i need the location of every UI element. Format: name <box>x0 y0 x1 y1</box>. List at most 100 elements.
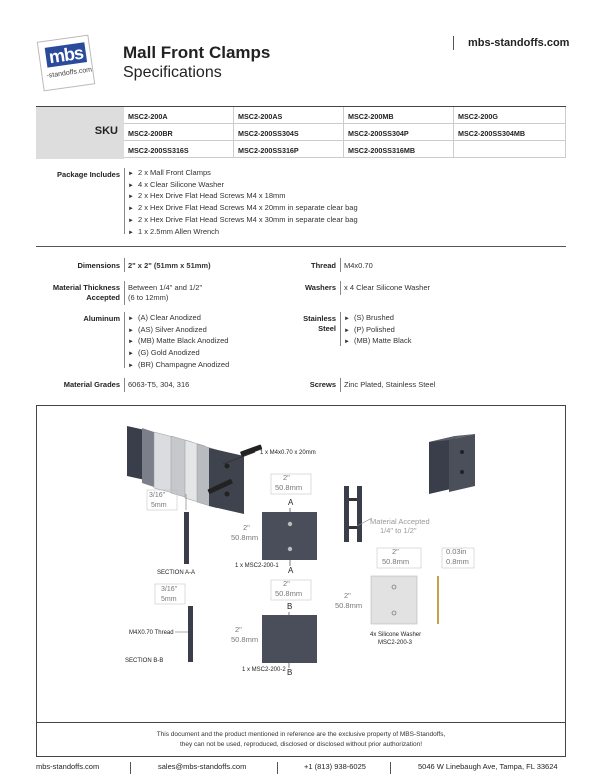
screw-note: 1 x M4x0.70 x 20mm <box>260 450 316 456</box>
thickness-label-line: Material Thickness <box>52 283 120 292</box>
part2-plate <box>262 615 317 663</box>
sku-cell <box>454 141 566 158</box>
part2-height-mm: 50.8mm <box>231 635 258 644</box>
disclaimer: This document and the product mentioned … <box>37 722 565 756</box>
footer-website-link[interactable]: mbs-standoffs.com <box>36 762 100 771</box>
section-a-dim-in: 3/16" <box>149 492 166 499</box>
part2-height-in: 2" <box>235 625 242 634</box>
footer-divider <box>130 762 131 774</box>
section-a-label: SECTION A-A <box>157 570 195 576</box>
header-website-link[interactable]: mbs-standoffs.com <box>468 37 570 49</box>
aluminum-label: Aluminum <box>83 314 120 323</box>
screw-leader <box>222 451 256 465</box>
thickness-value-line: Between 1/4" and 1/2" <box>128 283 203 292</box>
drawing-canvas: 1 x M4x0.70 x 20mm Material Accepted 1/4… <box>125 426 475 677</box>
section-marker-a: A <box>288 566 294 575</box>
section-b-shape <box>188 606 193 662</box>
company-logo[interactable]: mbs -standoffs.com <box>36 34 96 92</box>
screw-hole-icon <box>460 470 464 474</box>
part2-label: 1 x MSC2-200-2 <box>242 667 286 673</box>
washer-height-mm: 50.8mm <box>335 601 362 610</box>
section-marker-b: B <box>287 602 292 611</box>
dimensions-label: Dimensions <box>77 261 120 270</box>
spec-divider <box>124 378 125 392</box>
side-screw-shape <box>349 498 357 501</box>
sku-cell: MSC2-200SS316S <box>124 141 234 158</box>
section-a-shape <box>184 512 189 564</box>
screw-hole-icon <box>287 521 293 527</box>
part1-height-mm: 50.8mm <box>231 533 258 542</box>
dimensions-value: 2" x 2" (51mm x 51mm) <box>128 261 211 270</box>
thickness-value-line: (6 to 12mm) <box>128 293 169 302</box>
washer-hole-icon <box>391 610 397 616</box>
footer-divider <box>390 762 391 774</box>
part2-dim-mm: 50.8mm <box>275 589 302 598</box>
disclaimer-line: This document and the product mentioned … <box>156 731 446 738</box>
section-marker-a: A <box>288 498 294 507</box>
screws-label: Screws <box>309 380 336 389</box>
thread-note: M4X0.70 Thread <box>129 630 174 636</box>
part1-dim-mm: 50.8mm <box>275 483 302 492</box>
washer-label: MSC2-200-3 <box>378 640 413 646</box>
washer-thk-box <box>441 547 475 569</box>
thickness-label: Material Thickness Accepted <box>36 283 120 303</box>
stainless-list: (S) Brushed (P) Polished (MB) Matte Blac… <box>344 313 412 348</box>
footer-address: 5046 W Linebaugh Ave, Tampa, FL 33624 <box>418 762 558 771</box>
assembled-clamp-view <box>429 434 475 494</box>
side-plate-shape <box>344 486 349 542</box>
spec-divider <box>340 258 341 272</box>
list-item: 2 x Hex Drive Flat Head Screws M4 x 20mm… <box>128 203 358 215</box>
page-header: mbs -standoffs.com Mall Front Clamps Spe… <box>0 0 600 100</box>
washers-label: Washers <box>305 283 336 292</box>
header-divider <box>453 36 454 50</box>
screw-icon <box>240 444 263 457</box>
part1-dim-box <box>270 473 312 495</box>
part1-plate <box>262 512 317 560</box>
sku-label: SKU <box>36 107 124 159</box>
list-item: (P) Polished <box>344 325 411 337</box>
footer-email-link[interactable]: sales@mbs-standoffs.com <box>158 762 247 771</box>
stainless-label-line: Steel <box>318 324 336 333</box>
screw-icon <box>207 479 233 494</box>
list-item: (MB) Matte Black <box>344 336 412 348</box>
washer-dim-box <box>376 547 422 569</box>
thickness-label-line: Accepted <box>86 293 120 302</box>
exploded-assembly-view <box>127 426 263 514</box>
part2-dim-in: 2" <box>283 579 290 588</box>
list-item: (MB) Matte Black Anodized <box>128 336 229 348</box>
washer-plate-shape <box>142 428 157 488</box>
sku-cell: MSC2-200SS316MB <box>344 141 454 158</box>
footer-divider <box>277 762 278 774</box>
footer-phone-link[interactable]: +1 (813) 938-6025 <box>304 762 366 771</box>
material-leader <box>356 517 373 527</box>
washer-thk-mm: 0.8mm <box>446 557 469 566</box>
assembled-plate-shape <box>429 436 455 494</box>
spec-divider <box>124 281 125 305</box>
sku-cell: MSC2-200BR <box>124 124 234 141</box>
spec-divider <box>340 378 341 392</box>
list-item: 2 x Hex Drive Flat Head Screws M4 x 30mm… <box>128 215 358 227</box>
section-marker-b: B <box>287 668 292 677</box>
sku-cell: MSC2-200SS304S <box>234 124 344 141</box>
grades-label: Material Grades <box>63 380 120 389</box>
sku-cell: MSC2-200SS304P <box>344 124 454 141</box>
package-label: Package Includes <box>57 170 120 179</box>
package-list: 2 x Mall Front Clamps 4 x Clear Silicone… <box>128 168 358 238</box>
sku-cell: MSC2-200SS304MB <box>454 124 566 141</box>
aluminum-list: (A) Clear Anodized (AS) Silver Anodized … <box>128 313 229 372</box>
spec-divider <box>124 312 125 368</box>
sku-cell: MSC2-200G <box>454 107 566 124</box>
screw-hole-icon <box>224 463 230 469</box>
washer-label: 4x Silicone Washer <box>370 632 421 638</box>
sku-cell: MSC2-200SS316P <box>234 141 344 158</box>
side-view-clamp <box>344 486 362 542</box>
list-item: (AS) Silver Anodized <box>128 325 229 337</box>
section-a-dim-mm: 5mm <box>151 502 167 509</box>
stainless-label-line: Stainless <box>303 314 336 323</box>
package-divider <box>124 168 125 234</box>
sku-cell: MSC2-200MB <box>344 107 454 124</box>
washers-value: x 4 Clear Silicone Washer <box>344 283 431 292</box>
list-item: 4 x Clear Silicone Washer <box>128 180 358 192</box>
washer-dim-in: 2" <box>392 547 399 556</box>
washer-height-in: 2" <box>344 591 351 600</box>
